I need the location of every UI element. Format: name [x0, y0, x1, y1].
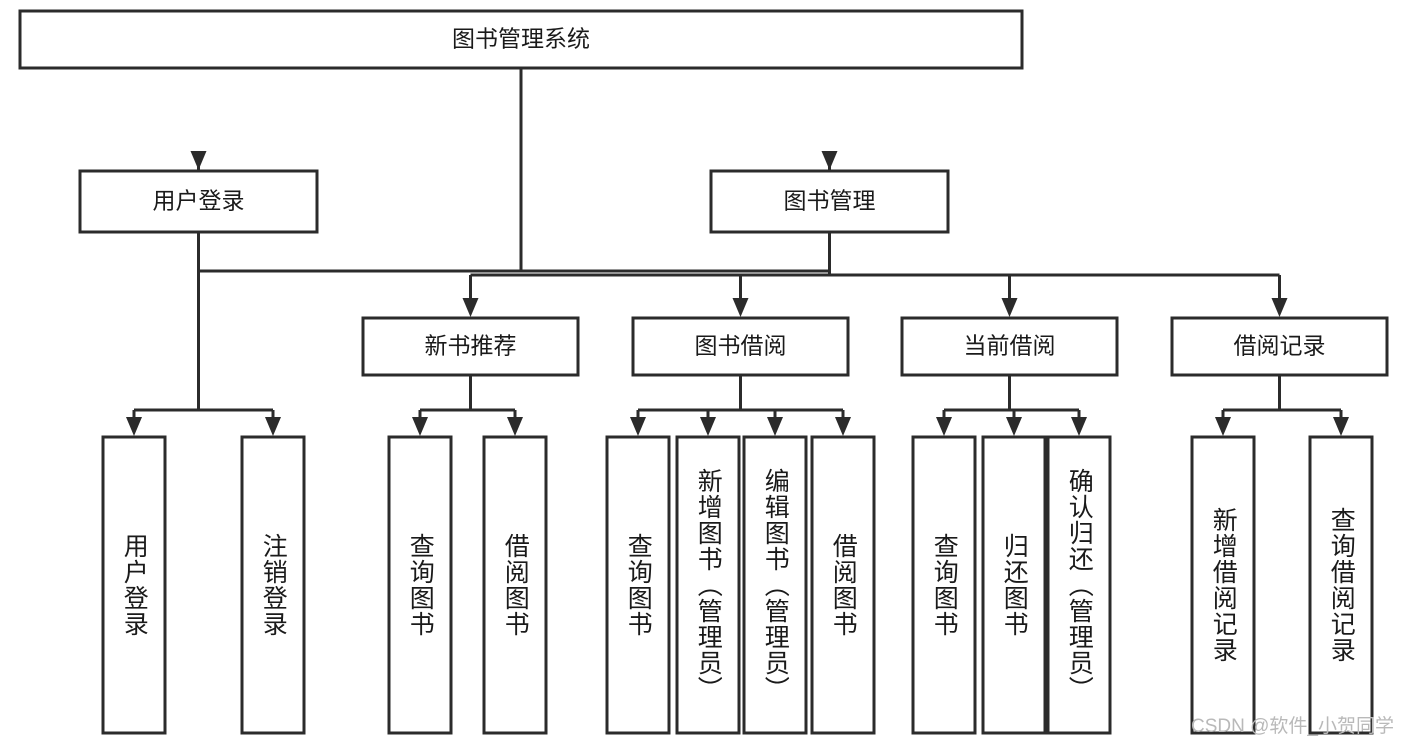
- arrow-to-user-login-head: [190, 151, 207, 170]
- arrow-to-leaf-return-book-head: [1006, 417, 1022, 436]
- node-current-borrow[interactable]: 当前借阅: [900, 316, 1119, 377]
- arrow-to-leaf-edit-book-head: [767, 417, 783, 436]
- node-current-borrow-label: 当前借阅: [964, 333, 1056, 359]
- node-leaf-query-book-1[interactable]: [387, 435, 453, 735]
- node-book-manage-label: 图书管理: [784, 188, 876, 214]
- node-leaf-user-logout-rect: [240, 435, 306, 735]
- arrow-to-leaf-borrow-book-2: [835, 410, 851, 436]
- arrow-to-book-borrow: [732, 275, 749, 317]
- node-leaf-query-book-3[interactable]: [911, 435, 977, 735]
- node-leaf-user-login-rect: [101, 435, 167, 735]
- arrow-to-leaf-edit-book: [767, 410, 783, 436]
- arrow-to-leaf-borrow-book-2-head: [835, 417, 851, 436]
- node-leaf-query-record[interactable]: [1308, 435, 1374, 735]
- arrow-to-leaf-query-book-2: [630, 410, 646, 436]
- node-leaf-add-book-rect: [675, 435, 741, 735]
- node-book-borrow-rect: [631, 316, 850, 377]
- node-leaf-confirm-return[interactable]: [1046, 435, 1112, 735]
- arrow-to-leaf-add-record-head: [1215, 417, 1231, 436]
- arrow-to-leaf-user-login-head: [126, 417, 142, 436]
- arrow-to-leaf-return-book: [1006, 410, 1022, 436]
- arrow-to-leaf-user-logout: [265, 410, 281, 436]
- node-new-book-rec[interactable]: 新书推荐: [361, 316, 580, 377]
- node-book-borrow-label: 图书借阅: [695, 333, 787, 359]
- node-leaf-add-book[interactable]: [675, 435, 741, 735]
- node-user-login[interactable]: 用户登录: [78, 169, 319, 234]
- arrow-to-book-borrow-head: [732, 298, 749, 317]
- arrow-to-current-borrow: [1001, 275, 1018, 317]
- arrow-to-leaf-borrow-book-1: [507, 410, 523, 436]
- node-leaf-borrow-book-2[interactable]: [810, 435, 876, 735]
- node-leaf-query-record-rect: [1308, 435, 1374, 735]
- arrow-to-borrow-record-head: [1271, 298, 1288, 317]
- arrow-to-new-book-rec: [462, 275, 479, 317]
- node-borrow-record-label: 借阅记录: [1234, 333, 1326, 359]
- arrow-to-leaf-query-book-1: [412, 410, 428, 436]
- node-leaf-borrow-book-1-rect: [482, 435, 548, 735]
- node-leaf-add-record[interactable]: [1190, 435, 1256, 735]
- node-borrow-record[interactable]: 借阅记录: [1170, 316, 1389, 377]
- node-leaf-borrow-book-2-rect: [810, 435, 876, 735]
- node-book-manage[interactable]: 图书管理: [709, 169, 950, 234]
- arrow-to-leaf-add-record: [1215, 410, 1231, 436]
- node-leaf-query-book-3-rect: [911, 435, 977, 735]
- node-leaf-query-book-2[interactable]: [605, 435, 671, 735]
- node-book-borrow[interactable]: 图书借阅: [631, 316, 850, 377]
- node-leaf-query-book-2-rect: [605, 435, 671, 735]
- arrow-to-leaf-confirm-return-head: [1071, 417, 1087, 436]
- arrow-to-leaf-add-book: [700, 410, 716, 436]
- node-new-book-rec-label: 新书推荐: [425, 333, 517, 359]
- arrow-to-leaf-confirm-return: [1071, 410, 1087, 436]
- node-root-rect: [18, 9, 1024, 70]
- node-leaf-add-record-rect: [1190, 435, 1256, 735]
- node-leaf-return-book[interactable]: [981, 435, 1047, 735]
- node-leaf-edit-book-rect: [742, 435, 808, 735]
- arrow-to-leaf-user-logout-head: [265, 417, 281, 436]
- arrow-to-current-borrow-head: [1001, 298, 1018, 317]
- node-user-login-rect: [78, 169, 319, 234]
- arrow-to-leaf-query-book-1-head: [412, 417, 428, 436]
- arrow-to-book-manage-head: [821, 151, 838, 170]
- node-borrow-record-rect: [1170, 316, 1389, 377]
- node-leaf-confirm-return-rect: [1046, 435, 1112, 735]
- arrow-to-leaf-query-book-3: [936, 410, 952, 436]
- node-user-login-label: 用户登录: [153, 188, 245, 214]
- node-leaf-user-logout[interactable]: [240, 435, 306, 735]
- node-leaf-user-login[interactable]: [101, 435, 167, 735]
- node-root[interactable]: 图书管理系统: [18, 9, 1024, 70]
- connector-layer: [126, 68, 1349, 436]
- arrow-to-leaf-query-record: [1333, 410, 1349, 436]
- arrow-to-leaf-query-book-3-head: [936, 417, 952, 436]
- arrow-to-borrow-record: [1271, 275, 1288, 317]
- arrow-to-leaf-borrow-book-1-head: [507, 417, 523, 436]
- node-root-label: 图书管理系统: [452, 26, 590, 52]
- node-book-manage-rect: [709, 169, 950, 234]
- watermark-text: CSDN @软件_小贺同学: [1191, 716, 1394, 737]
- arrow-to-new-book-rec-head: [462, 298, 479, 317]
- node-leaf-borrow-book-1[interactable]: [482, 435, 548, 735]
- arrow-to-leaf-query-record-head: [1333, 417, 1349, 436]
- node-leaf-return-book-rect: [981, 435, 1047, 735]
- node-leaf-query-book-1-rect: [387, 435, 453, 735]
- arrow-to-leaf-user-login: [126, 410, 142, 436]
- node-new-book-rec-rect: [361, 316, 580, 377]
- node-leaf-edit-book[interactable]: [742, 435, 808, 735]
- arrow-to-leaf-query-book-2-head: [630, 417, 646, 436]
- node-current-borrow-rect: [900, 316, 1119, 377]
- arrow-to-leaf-add-book-head: [700, 417, 716, 436]
